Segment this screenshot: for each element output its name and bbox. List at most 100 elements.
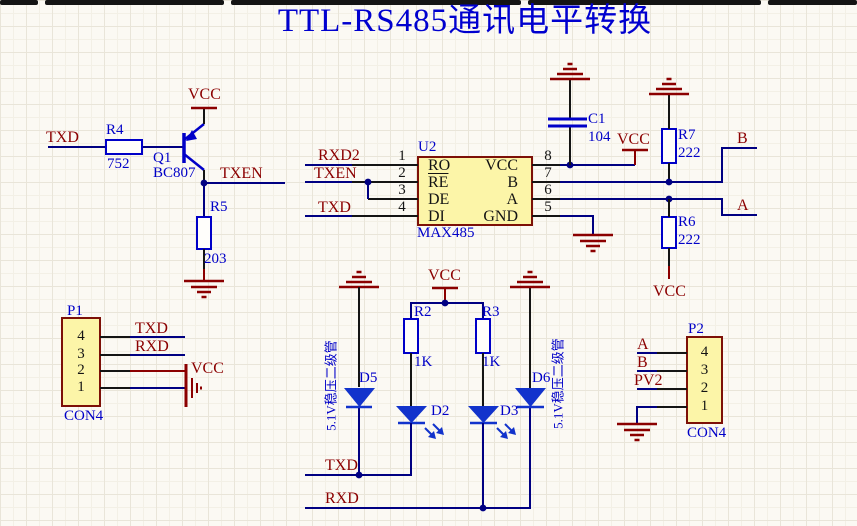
transistor-q1[interactable] [182, 123, 205, 171]
connector-p2[interactable] [686, 336, 723, 424]
net-label-b-p2[interactable]: B [637, 354, 648, 371]
net-label-txd-bottom[interactable]: TXD [325, 457, 358, 474]
value-r4[interactable]: 752 [107, 156, 130, 172]
designator-r7[interactable]: R7 [678, 127, 696, 143]
ground-symbol-r5[interactable] [182, 279, 226, 299]
designator-u2[interactable]: U2 [418, 139, 437, 155]
u2-pin-name-a: A [506, 191, 518, 208]
value-r6[interactable]: 222 [678, 232, 701, 248]
designator-p2[interactable]: P2 [688, 321, 704, 337]
p1-pin-4: 4 [77, 328, 85, 344]
net-txen-wire-u2[interactable] [305, 181, 369, 199]
u2-pin-stubs [352, 164, 560, 217]
net-gnd-wire-u2[interactable] [560, 215, 594, 235]
u2-pin-name-de: DE [428, 191, 450, 208]
designator-r3[interactable]: R3 [482, 304, 500, 320]
net-label-txen-u2[interactable]: TXEN [314, 165, 357, 182]
part-u2[interactable]: MAX485 [417, 225, 475, 241]
ground-symbol-r7[interactable] [647, 77, 691, 96]
designator-c1[interactable]: C1 [588, 111, 606, 127]
diode-d6[interactable] [515, 388, 546, 409]
resistor-r5[interactable] [196, 216, 212, 250]
net-label-vcc-r6[interactable]: VCC [653, 283, 686, 300]
designator-p1[interactable]: P1 [67, 303, 83, 319]
part-q1[interactable]: BC807 [153, 165, 196, 181]
designator-q1[interactable]: Q1 [153, 150, 172, 166]
net-label-rxd2[interactable]: RXD2 [318, 147, 360, 164]
ground-symbol-p2[interactable] [615, 422, 659, 442]
connector-p1[interactable] [61, 317, 101, 407]
net-label-vcc-leds[interactable]: VCC [428, 267, 461, 284]
u2-pin-number-1: 1 [398, 148, 406, 164]
ground-symbol-p1[interactable] [191, 378, 202, 398]
p2-pin-2: 2 [700, 380, 709, 396]
window-edge-segment [231, 0, 521, 5]
junction-dot [479, 504, 487, 512]
net-rxd-bottom-wire[interactable] [305, 407, 531, 509]
net-label-rxd-bottom[interactable]: RXD [325, 490, 359, 507]
value-r2[interactable]: 1K [414, 354, 433, 370]
designator-d5[interactable]: D5 [359, 370, 378, 386]
part-p2[interactable]: CON4 [687, 425, 727, 441]
net-txd-bottom-wire[interactable] [305, 423, 412, 476]
designator-d6[interactable]: D6 [532, 370, 551, 386]
resistor-r2[interactable] [403, 318, 419, 354]
net-a-wire[interactable] [560, 198, 757, 216]
net-label-vcc-u2[interactable]: VCC [617, 131, 650, 148]
ground-symbol-u2[interactable] [571, 233, 615, 253]
designator-r4[interactable]: R4 [106, 122, 124, 138]
part-p1[interactable]: CON4 [64, 408, 104, 424]
ground-symbol-d5[interactable] [337, 270, 381, 289]
note-zener-d5[interactable]: 5.1V稳压二级管 [323, 340, 339, 431]
u2-pin-number-6: 6 [544, 182, 552, 198]
u2-pin-number-7: 7 [544, 165, 552, 181]
p1-wires[interactable] [130, 336, 186, 389]
net-label-a[interactable]: A [737, 197, 749, 214]
ground-symbol-d6[interactable] [508, 270, 552, 289]
net-b-wire[interactable] [560, 147, 757, 183]
resistor-r6[interactable] [661, 216, 677, 249]
capacitor-c1[interactable] [548, 79, 587, 165]
note-zener-d6[interactable]: 5.1V稳压二级管 [550, 338, 566, 429]
designator-r2[interactable]: R2 [414, 304, 432, 320]
ground-symbol-c1[interactable] [548, 62, 592, 81]
value-c1[interactable]: 104 [588, 129, 611, 145]
u2-pin-name-re: RE [428, 174, 449, 191]
u2-pin-number-2: 2 [398, 165, 406, 181]
designator-r5[interactable]: R5 [210, 199, 228, 215]
p2-pin-3: 3 [700, 362, 709, 378]
u2-pin-name-vcc: VCC [485, 157, 518, 174]
resistor-r4[interactable] [105, 139, 143, 155]
junction-dot [200, 179, 208, 187]
p2-pin-1: 1 [700, 398, 709, 414]
designator-r6[interactable]: R6 [678, 214, 696, 230]
sheet-title[interactable]: TTL-RS485通讯电平转换 [277, 3, 653, 39]
net-label-txd-q1[interactable]: TXD [46, 129, 79, 146]
u2-pin-number-5: 5 [544, 199, 552, 215]
diode-d5[interactable] [344, 388, 375, 409]
value-r3[interactable]: 1K [482, 354, 501, 370]
net-label-vcc-p1[interactable]: VCC [191, 360, 224, 377]
u2-pin-number-4: 4 [398, 199, 406, 215]
net-label-b[interactable]: B [737, 130, 748, 147]
net-label-rxd-p1[interactable]: RXD [135, 338, 169, 355]
net-label-a-p2[interactable]: A [637, 336, 649, 353]
net-label-txen-q1[interactable]: TXEN [220, 165, 263, 182]
resistor-r7[interactable] [661, 128, 677, 164]
net-label-pv2-p2[interactable]: PV2 [634, 372, 663, 389]
junction-dot [441, 299, 449, 307]
resistor-r3[interactable] [475, 318, 491, 354]
designator-d2[interactable]: D2 [431, 403, 450, 419]
p2-wires[interactable] [636, 352, 657, 424]
net-label-txd-u2[interactable]: TXD [318, 199, 351, 216]
net-label-vcc-q1[interactable]: VCC [188, 86, 221, 103]
value-r7[interactable]: 222 [678, 145, 701, 161]
window-edge-segment [0, 0, 38, 5]
net-label-txd-p1[interactable]: TXD [135, 320, 168, 337]
window-edge-segment [768, 0, 857, 5]
designator-d3[interactable]: D3 [500, 403, 519, 419]
value-r5[interactable]: 203 [204, 251, 227, 267]
led-d2[interactable] [396, 406, 444, 439]
ic-u2-max485[interactable] [417, 156, 533, 226]
net-txen-wire-q1[interactable] [203, 182, 285, 217]
